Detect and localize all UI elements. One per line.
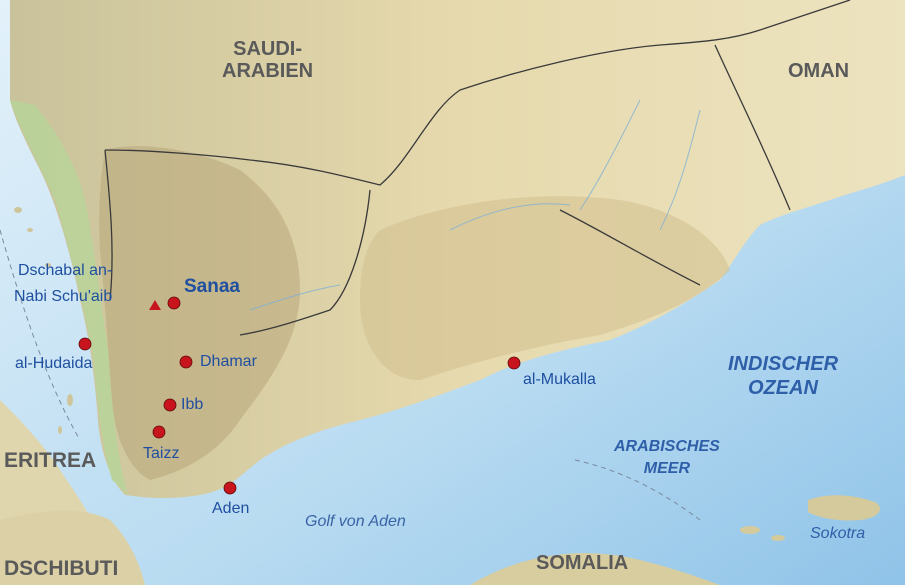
djibouti-landmass	[0, 510, 145, 585]
city-markers	[78, 296, 521, 495]
label-eritrea: ERITREA	[4, 449, 97, 472]
city-marker-dhamar	[179, 355, 193, 369]
wadis	[249, 99, 701, 311]
city-marker-mukalla	[507, 356, 521, 370]
peak-triangle-icon	[149, 300, 161, 310]
label-saudi-arabia: SAUDI- ARABIEN	[222, 38, 314, 82]
samha-island	[771, 535, 785, 541]
label-somalia: SOMALIA	[536, 552, 629, 574]
city-marker-hudaida	[78, 337, 92, 351]
label-city-aden: Aden	[212, 500, 250, 517]
red-sea-islands	[14, 207, 73, 434]
label-arabian-sea: ARABISCHES MEER	[614, 438, 720, 477]
borders	[104, 0, 851, 336]
city-marker-sanaa	[167, 296, 181, 310]
tihama-coastal-plain	[10, 100, 128, 495]
label-djibouti: DSCHIBUTI	[4, 557, 119, 580]
city-marker-aden	[223, 481, 237, 495]
socotra-island	[808, 495, 880, 521]
eritrea-landmass	[0, 400, 100, 545]
hadramaut-plateau	[360, 196, 730, 380]
city-marker-ibb	[163, 398, 177, 412]
label-oman: OMAN	[788, 60, 850, 82]
label-city-mukalla: al-Mukalla	[523, 371, 596, 388]
label-city-taizz: Taizz	[143, 445, 180, 462]
yemen-highlands	[99, 146, 300, 480]
abd-al-kuri-island	[740, 526, 760, 534]
label-capital-sanaa: Sanaa	[184, 276, 240, 297]
city-marker-taizz	[152, 425, 166, 439]
somalia-landmass	[470, 553, 720, 585]
label-indian-ocean: INDISCHER OZEAN	[728, 353, 839, 399]
label-peak: Dschabal an- Nabi Schu'aib	[14, 262, 113, 305]
label-city-hudaida: al-Hudaida	[15, 355, 93, 372]
maritime-boundaries	[0, 229, 701, 521]
label-gulf-of-aden: Golf von Aden	[305, 513, 406, 530]
label-island-socotra: Sokotra	[810, 525, 866, 542]
label-city-ibb: Ibb	[181, 396, 204, 413]
label-city-dhamar: Dhamar	[200, 353, 257, 370]
